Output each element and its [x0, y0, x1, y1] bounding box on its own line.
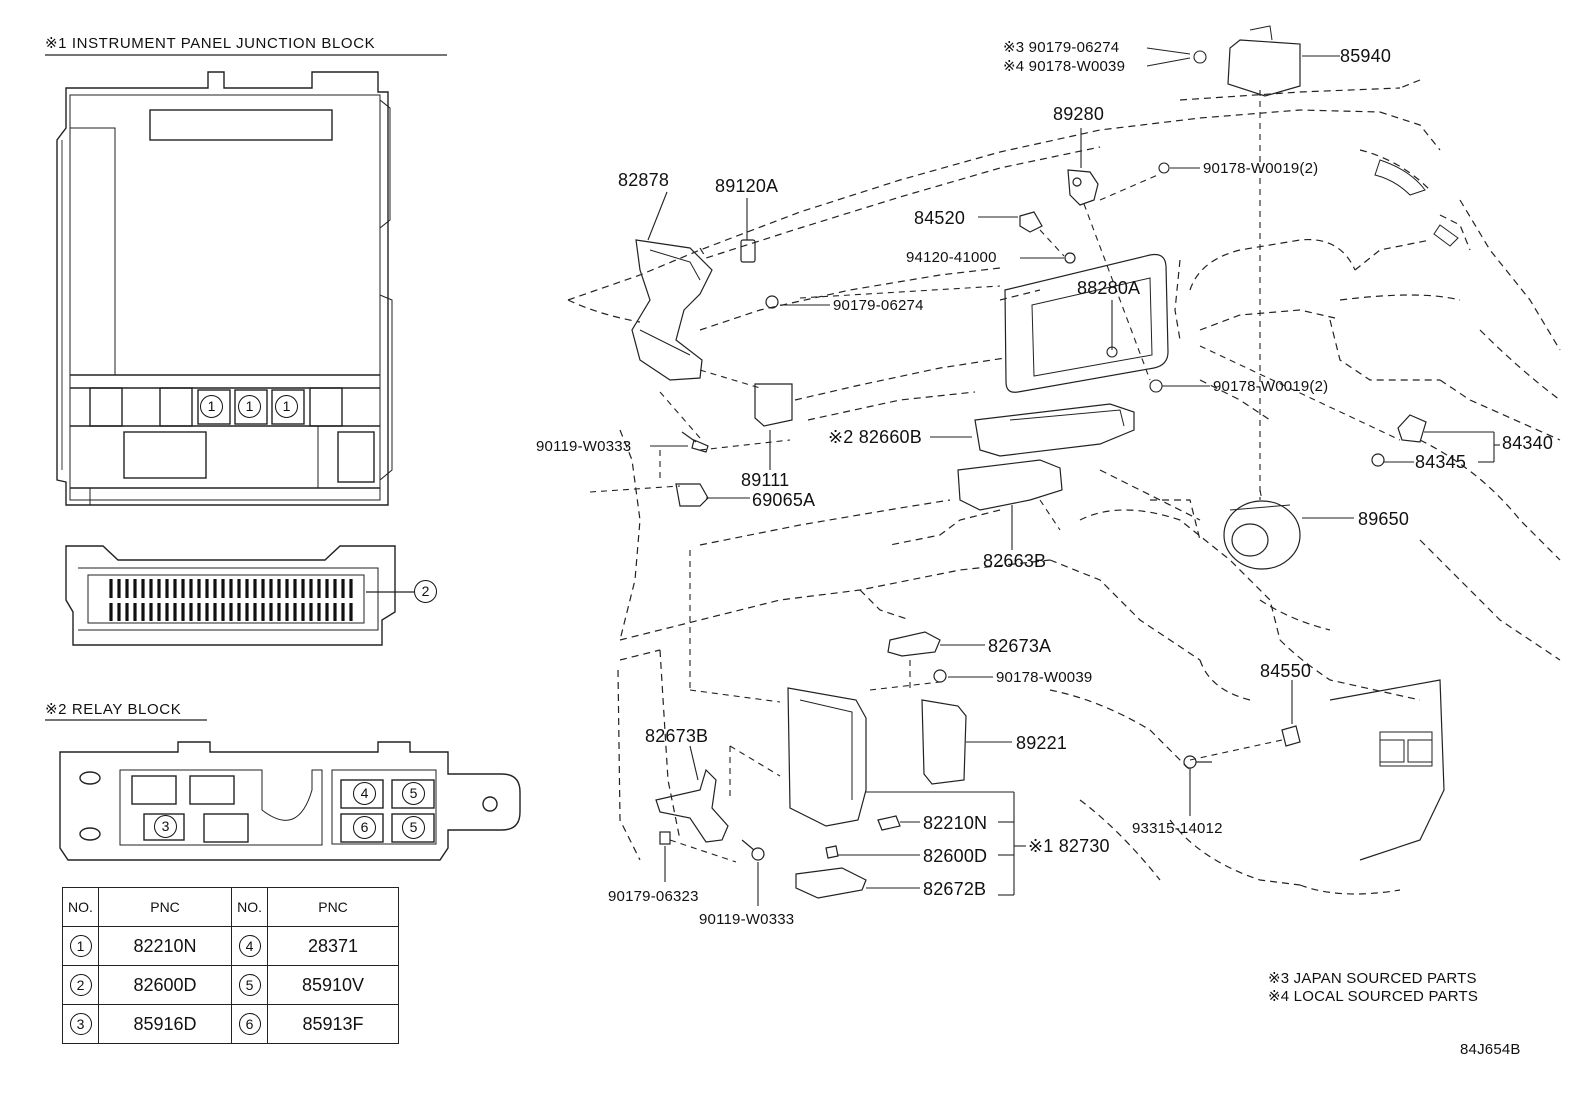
part-label-82672b: 82672B — [923, 879, 987, 899]
table-row: 1 82210N 4 28371 — [62, 926, 399, 966]
table-header-no: NO. — [231, 887, 269, 927]
table-pnc: 85916D — [97, 1004, 233, 1044]
part-label-88280a: 88280A — [1077, 278, 1141, 298]
table-pnc: 28371 — [267, 926, 399, 966]
callout-1: 1 — [238, 395, 261, 418]
callout-5: 5 — [402, 782, 425, 805]
part-label-90179-06274-jp: ※3 90179-06274 — [1003, 39, 1120, 56]
callout-2: 2 — [414, 580, 437, 603]
part-label-89280: 89280 — [1053, 104, 1105, 124]
diagram-id: 84J654B — [1460, 1041, 1521, 1058]
table-pnc: 85913F — [267, 1004, 399, 1044]
part-label-89650: 89650 — [1358, 509, 1410, 529]
part-label-93315-14012: 93315-14012 — [1132, 820, 1223, 837]
part-label-82673a: 82673A — [988, 636, 1052, 656]
table-no: 2 — [69, 974, 92, 996]
part-label-89120a: 89120A — [715, 176, 779, 196]
table-header-pnc: PNC — [267, 887, 399, 927]
table-no: 4 — [238, 935, 261, 957]
part-label-85940: 85940 — [1340, 46, 1392, 66]
part-label-84520: 84520 — [914, 208, 966, 228]
table-no: 1 — [69, 935, 92, 957]
part-label-82210n: 82210N — [923, 813, 988, 833]
callout-5: 5 — [402, 816, 425, 839]
part-label-90178-w0019-upper: 90178-W0019(2) — [1203, 160, 1319, 177]
table-no: 3 — [69, 1013, 92, 1035]
part-label-89221: 89221 — [1016, 733, 1068, 753]
part-label-82660b: ※2 82660B — [828, 427, 922, 447]
part-label-90119-w0333-upper: 90119-W0333 — [536, 438, 632, 455]
part-label-82663b: 82663B — [983, 551, 1047, 571]
part-label-90178-w0019-lower: 90178-W0019(2) — [1213, 378, 1329, 395]
part-label-84345: 84345 — [1415, 452, 1467, 472]
callout-4: 4 — [353, 782, 376, 805]
part-label-69065a: 69065A — [752, 490, 816, 510]
callout-6: 6 — [353, 816, 376, 839]
table-row: 2 82600D 5 85910V — [62, 965, 399, 1005]
part-label-90119-w0333-lower: 90119-W0333 — [699, 911, 795, 928]
part-label-84550: 84550 — [1260, 661, 1312, 681]
relay-block-title: ※2 RELAY BLOCK — [45, 701, 182, 718]
table-no: 5 — [238, 974, 261, 996]
part-label-94120-41000: 94120-41000 — [906, 249, 997, 266]
part-label-90178-w0039: 90178-W0039 — [996, 669, 1093, 686]
part-label-82878: 82878 — [618, 170, 670, 190]
junction-connector-drawing — [65, 545, 414, 646]
table-pnc: 82210N — [97, 926, 233, 966]
part-label-90179-06323: 90179-06323 — [608, 888, 699, 905]
part-label-89111: 89111 — [741, 470, 790, 490]
part-label-90179-06274: 90179-06274 — [833, 297, 924, 314]
callout-1: 1 — [200, 395, 223, 418]
table-header-no: NO. — [62, 887, 99, 927]
table-pnc: 85910V — [267, 965, 399, 1005]
note-local-sourced: ※4 LOCAL SOURCED PARTS — [1268, 988, 1479, 1005]
part-label-82730: ※1 82730 — [1028, 836, 1110, 856]
relay-block-drawing — [45, 719, 521, 861]
callout-1: 1 — [275, 395, 298, 418]
pnc-table: NO. PNC NO. PNC 1 82210N 4 28371 2 82600… — [62, 887, 399, 1044]
table-header-pnc: PNC — [97, 887, 233, 927]
table-row: 3 85916D 6 85913F — [62, 1004, 399, 1044]
part-label-82673b: 82673B — [645, 726, 709, 746]
table-no: 6 — [238, 1013, 261, 1035]
part-label-84340: 84340 — [1502, 433, 1554, 453]
instrument-panel-drawing — [567, 25, 1561, 906]
part-label-82600d: 82600D — [923, 846, 988, 866]
part-label-90178-w0039-local: ※4 90178-W0039 — [1003, 58, 1126, 75]
junction-block-drawing — [45, 54, 447, 506]
table-pnc: 82600D — [97, 965, 233, 1005]
table-header-row: NO. PNC NO. PNC — [62, 887, 399, 927]
junction-block-title: ※1 INSTRUMENT PANEL JUNCTION BLOCK — [45, 35, 376, 52]
note-japan-sourced: ※3 JAPAN SOURCED PARTS — [1268, 970, 1477, 987]
callout-3: 3 — [154, 815, 177, 838]
